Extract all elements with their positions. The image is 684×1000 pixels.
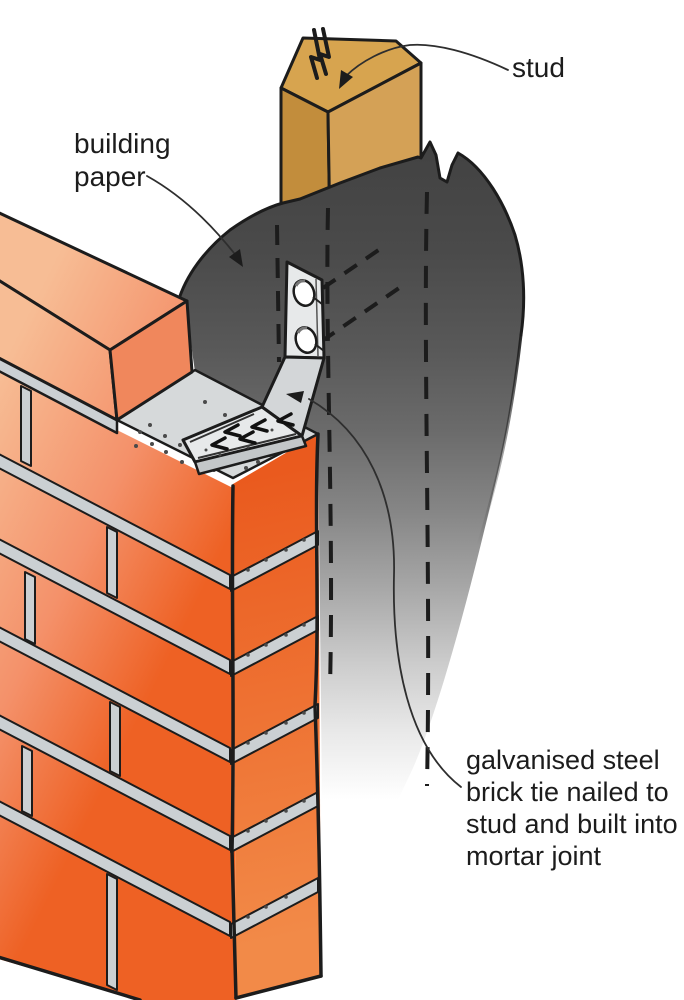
label-building-paper: building paper — [74, 128, 171, 192]
tie-punched-tabs — [210, 412, 295, 451]
brick-tie-arrowhead-icon — [286, 391, 304, 403]
tie-leg-rim — [189, 413, 255, 443]
mortar-speckles — [246, 538, 306, 919]
stud-break-mark — [318, 27, 331, 76]
mortar-joints-front — [0, 453, 231, 937]
wall-bottom-return-edge — [234, 974, 323, 1000]
building-paper-fading-edge — [468, 333, 523, 574]
perpend-joint — [109, 701, 121, 777]
tie-nail-hole — [294, 326, 325, 354]
building-paper-sheet — [178, 142, 524, 800]
stud-break-mark — [309, 28, 322, 80]
wall-bottom-front-edge — [0, 955, 142, 1000]
perpend-joint — [21, 745, 33, 817]
wall-back-right-edge — [313, 432, 323, 978]
wall-edges — [0, 432, 323, 1000]
stud-arrowhead-icon — [339, 70, 353, 89]
brick-wall — [0, 211, 323, 1000]
leader-lines — [146, 43, 509, 788]
top-brick-end-face — [108, 299, 194, 422]
perpend-joint — [24, 571, 36, 645]
perpend-joint — [106, 873, 118, 991]
tie-leg-front-edge — [193, 434, 308, 476]
label-brick-tie: galvanised steel brick tie nailed to stu… — [466, 745, 678, 871]
hidden-edge-diagonal-lower — [320, 284, 404, 343]
building-paper-leader-line — [146, 175, 239, 259]
top-brick — [0, 211, 194, 422]
hidden-edge-dashes — [275, 191, 431, 787]
hidden-stud-edge-left — [275, 224, 281, 363]
perpend-joint — [20, 385, 32, 467]
mortar-joint — [230, 703, 319, 765]
building-paper-arrowhead-icon — [229, 249, 243, 267]
hidden-stud-edge-mid — [325, 207, 334, 689]
brick-tie — [181, 260, 326, 476]
label-stud: stud — [512, 52, 565, 83]
tie-leg-speckles — [204, 428, 274, 457]
perpend-joint — [106, 526, 118, 599]
mortar-joints-return — [230, 530, 319, 939]
brick-tie-leader-line — [308, 398, 462, 788]
stud-leader-line — [345, 43, 509, 77]
perpend-joints — [20, 385, 121, 991]
hidden-edge-diagonal-upper — [321, 245, 385, 290]
tie-nail-hole — [292, 279, 323, 307]
wall-corner-edge — [230, 484, 238, 1000]
tie-plate-fold-line — [315, 278, 319, 357]
